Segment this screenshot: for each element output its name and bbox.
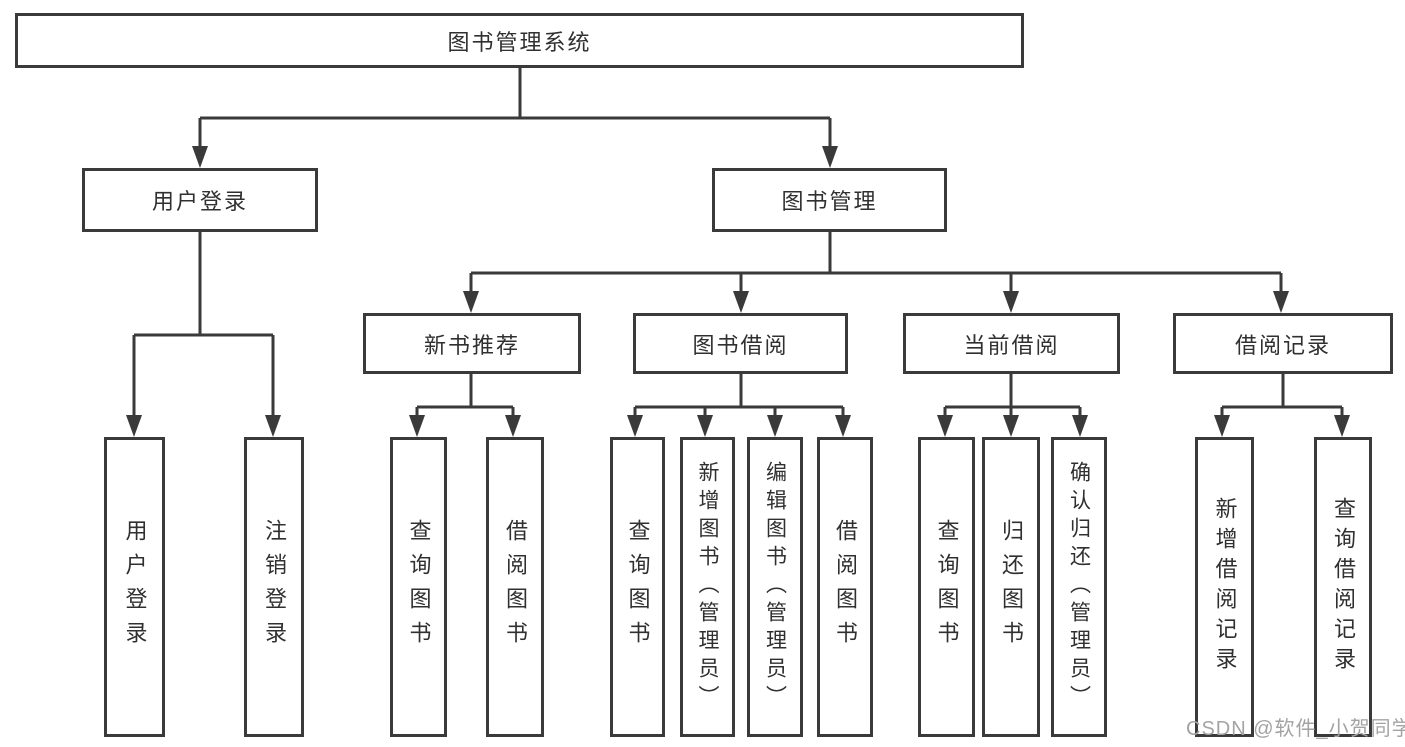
leaf-borrow-books-label: 借阅图书 (833, 519, 858, 655)
node-current-borrow-label: 当前借阅 (963, 332, 1060, 358)
leaf-recommend-query-books-label: 查询图书 (406, 519, 432, 655)
node-user-login: 用户登录 (82, 168, 318, 232)
csdn-watermark: CSDN @软件_小贺同学 (1186, 718, 1405, 740)
leaf-user-login: 用户登录 (104, 437, 165, 737)
node-book-management-label: 图书管理 (781, 189, 878, 214)
leaf-recommend-query-books: 查询图书 (390, 437, 447, 737)
node-root-system-label: 图书管理系统 (447, 29, 592, 55)
leaf-edit-books-admin-label: 编辑图书（管理员） (763, 461, 787, 713)
leaf-add-books-admin-label: 新增图书（管理员） (696, 461, 719, 713)
leaf-borrow-query-books: 查询图书 (610, 437, 665, 737)
leaf-recommend-borrow-books-label: 借阅图书 (503, 519, 528, 655)
node-borrow-record-label: 借阅记录 (1234, 332, 1331, 358)
leaf-query-borrow-record-label: 查询借阅记录 (1331, 497, 1356, 677)
node-borrow-record: 借阅记录 (1173, 313, 1393, 374)
node-book-borrow: 图书借阅 (633, 313, 848, 374)
leaf-current-query-books-label: 查询图书 (934, 519, 960, 655)
node-user-login-label: 用户登录 (151, 189, 248, 214)
leaf-add-books-admin: 新增图书（管理员） (680, 437, 735, 737)
leaf-confirm-return-admin-label: 确认归还（管理员） (1067, 461, 1091, 713)
leaf-add-borrow-record: 新增借阅记录 (1195, 437, 1254, 737)
node-book-management: 图书管理 (712, 168, 947, 232)
leaf-edit-books-admin: 编辑图书（管理员） (747, 437, 803, 737)
leaf-recommend-borrow-books: 借阅图书 (486, 437, 544, 737)
node-new-book-recommend: 新书推荐 (363, 313, 581, 374)
leaf-add-borrow-record-label: 新增借阅记录 (1212, 497, 1238, 677)
leaf-borrow-query-books-label: 查询图书 (625, 519, 651, 655)
leaf-confirm-return-admin: 确认归还（管理员） (1051, 437, 1107, 737)
node-book-borrow-label: 图书借阅 (692, 332, 789, 358)
leaf-user-login-label: 用户登录 (122, 519, 148, 655)
leaf-return-books: 归还图书 (982, 437, 1040, 737)
leaf-return-books-label: 归还图书 (999, 519, 1024, 655)
leaf-logout-label: 注销登录 (262, 519, 287, 655)
leaf-borrow-books: 借阅图书 (817, 437, 873, 737)
leaf-logout: 注销登录 (244, 437, 304, 737)
node-current-borrow: 当前借阅 (903, 313, 1120, 374)
leaf-query-borrow-record: 查询借阅记录 (1314, 437, 1372, 737)
node-new-book-recommend-label: 新书推荐 (423, 332, 520, 358)
leaf-current-query-books: 查询图书 (918, 437, 975, 737)
node-root-system: 图书管理系统 (15, 13, 1024, 68)
